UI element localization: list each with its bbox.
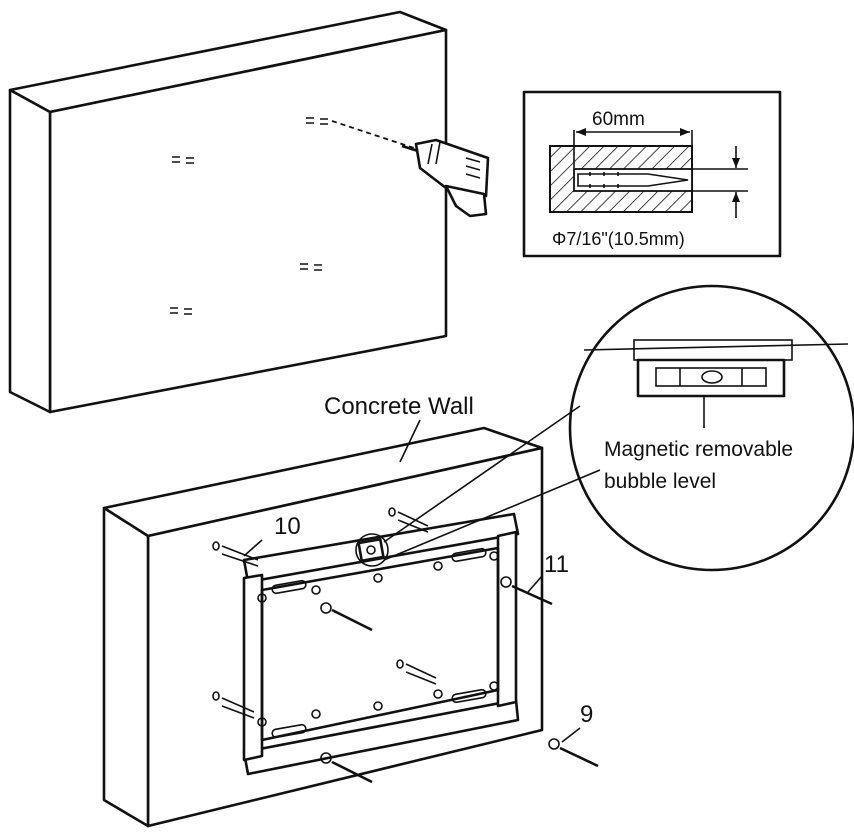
wall-anchor-icon — [170, 307, 192, 315]
part-10-label: 10 — [274, 513, 301, 540]
screw-icon — [500, 576, 553, 606]
part-9-leader — [561, 727, 581, 743]
level-label-line1: Magnetic removable — [604, 438, 793, 461]
wall-anchor-icon — [212, 691, 255, 719]
magnifier-leader-bottom — [383, 469, 601, 561]
drill-holes — [170, 117, 328, 315]
level-label-line2: bubble level — [604, 470, 716, 493]
bottom-wall-block — [102, 426, 544, 828]
concrete-wall-label: Concrete Wall — [324, 393, 474, 420]
part-11-label: 11 — [544, 551, 569, 578]
washer-icon — [548, 738, 599, 768]
screw-icon — [320, 752, 373, 784]
wall-anchor-icon — [396, 659, 437, 685]
diameter-label: Φ7/16"(10.5mm) — [552, 229, 685, 249]
drill-bit-line — [331, 120, 421, 151]
drill-icon — [401, 138, 490, 218]
screws — [320, 576, 599, 784]
magnifier-leader-top — [383, 405, 581, 543]
part-9-label: 9 — [580, 701, 593, 728]
wall-anchor-icon — [300, 263, 322, 271]
depth-label: 60mm — [592, 109, 645, 130]
concrete-wall-leader — [399, 419, 421, 463]
screw-icon — [320, 602, 373, 632]
wall-anchor-icon — [172, 156, 194, 164]
bubble-level-icon — [357, 537, 385, 563]
bubble-level-icon — [633, 339, 793, 398]
top-wall-block — [8, 10, 448, 414]
wall-anchor-icon — [306, 117, 328, 125]
part-11-leader — [527, 575, 543, 593]
part-10-leader — [243, 539, 263, 557]
wall-anchor-icon — [388, 507, 429, 533]
level-highlight-circle — [355, 533, 389, 567]
wall-plate-bracket — [242, 512, 520, 776]
anchors — [212, 507, 437, 719]
wall-anchor-icon — [212, 541, 259, 567]
hole-detail-inset: 60mm Φ7/16"(10.5mm) — [522, 90, 782, 258]
level-magnifier: Magnetic removable bubble level — [383, 284, 854, 572]
